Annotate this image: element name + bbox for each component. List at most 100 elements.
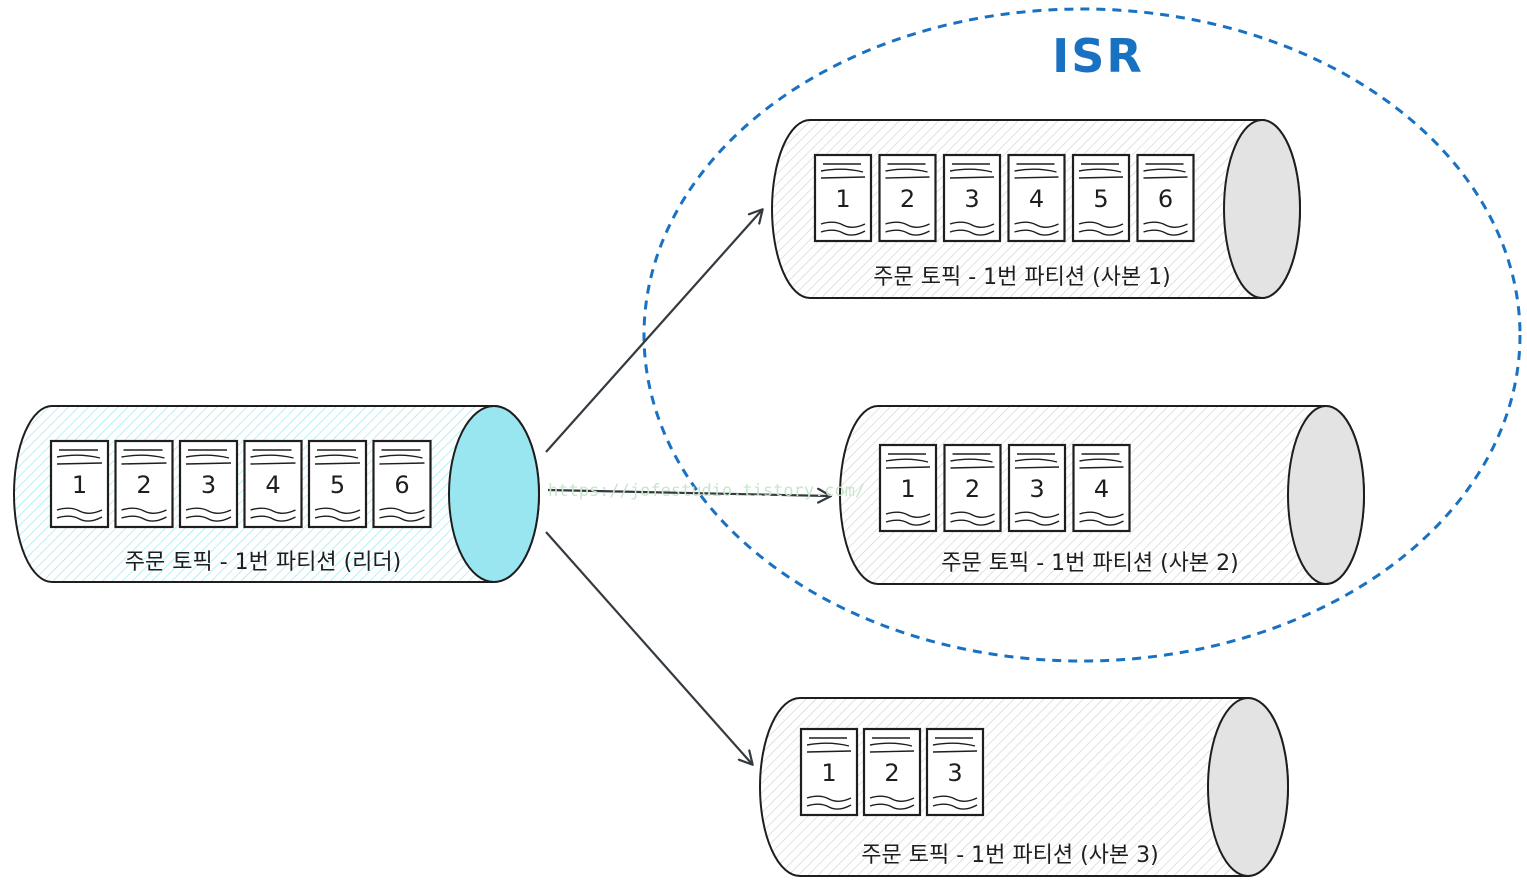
message-lines-bottom xyxy=(56,507,103,522)
isr-title: ISR xyxy=(1052,29,1144,83)
message-block: 5 xyxy=(1071,153,1131,243)
cylinder-end xyxy=(1223,119,1301,299)
message-block: 2 xyxy=(943,443,1002,533)
message-number: 3 xyxy=(1029,475,1044,503)
message-lines-bottom xyxy=(121,507,167,522)
message-lines-top xyxy=(885,163,930,179)
message-number: 5 xyxy=(330,471,345,499)
message-lines-top xyxy=(869,737,915,753)
watermark: https://jofestudio.tistory.com/ xyxy=(548,481,865,501)
isr-boundary xyxy=(642,7,1522,663)
message-lines-top xyxy=(949,163,995,179)
message-lines-bottom xyxy=(932,795,978,810)
message-lines-bottom xyxy=(1014,511,1060,526)
message-block: 2 xyxy=(114,439,174,529)
message-lines-bottom xyxy=(1079,511,1124,526)
message-lines-bottom xyxy=(820,221,866,236)
message-block: 4 xyxy=(1072,443,1131,533)
message-lines-top xyxy=(1078,163,1124,179)
message-block: 1 xyxy=(878,443,938,533)
message-lines-bottom xyxy=(1143,221,1188,236)
replication-arrows xyxy=(545,210,830,764)
message-list: 1 2 3 4 5 6 xyxy=(49,439,432,529)
message-number: 4 xyxy=(1094,475,1109,503)
partition-label: 주문 토픽 - 1번 파티션 (사본 2) xyxy=(941,551,1238,576)
message-lines-bottom xyxy=(949,221,995,236)
message-number: 5 xyxy=(1093,185,1108,213)
message-block: 2 xyxy=(862,727,922,817)
message-number: 2 xyxy=(884,759,899,787)
message-number: 1 xyxy=(900,475,915,503)
message-number: 1 xyxy=(72,471,87,499)
message-lines-bottom xyxy=(250,507,296,522)
message-lines-top xyxy=(250,449,296,465)
message-number: 3 xyxy=(201,471,216,499)
message-block: 3 xyxy=(942,153,1002,243)
message-lines-bottom xyxy=(806,795,852,810)
message-number: 2 xyxy=(965,475,980,503)
arrow-to-replica-1 xyxy=(545,210,762,453)
message-lines-bottom xyxy=(379,507,425,522)
message-lines-top xyxy=(1143,163,1188,179)
message-block: 3 xyxy=(1007,443,1067,533)
message-list: 1 2 3 4 5 6 xyxy=(813,153,1195,243)
partition-label: 주문 토픽 - 1번 파티션 (리더) xyxy=(125,550,401,575)
message-lines-top xyxy=(950,453,995,469)
message-lines-top xyxy=(379,449,425,465)
cylinder-end xyxy=(1287,405,1365,585)
partition-replica-2: 1 2 3 4 주문 토픽 - 1번 파티션 (사본 2) xyxy=(839,405,1365,585)
message-number: 4 xyxy=(1029,185,1044,213)
message-lines-top xyxy=(314,449,361,465)
message-lines-top xyxy=(1014,453,1060,469)
message-list: 1 2 3 4 xyxy=(878,443,1131,533)
message-block: 3 xyxy=(925,727,985,817)
message-block: 4 xyxy=(243,439,303,529)
message-lines-bottom xyxy=(950,511,995,526)
message-lines-bottom xyxy=(869,795,915,810)
message-lines-top xyxy=(820,163,866,179)
message-number: 2 xyxy=(900,185,915,213)
message-lines-top xyxy=(1014,163,1059,179)
message-lines-top xyxy=(932,737,978,753)
message-block: 4 xyxy=(1007,153,1066,243)
message-lines-bottom xyxy=(314,507,361,522)
message-lines-top xyxy=(806,737,852,753)
partition-replica-1: 1 2 3 4 5 6 주문 토픽 - 1번 파티션 (사본 1) xyxy=(771,119,1301,299)
message-lines-bottom xyxy=(1014,221,1059,236)
cylinder-end xyxy=(448,405,540,583)
message-number: 6 xyxy=(1158,185,1173,213)
message-lines-top xyxy=(121,449,167,465)
message-lines-bottom xyxy=(1078,221,1124,236)
message-block: 5 xyxy=(307,439,368,529)
message-number: 2 xyxy=(136,471,151,499)
message-lines-bottom xyxy=(185,507,232,522)
message-block: 2 xyxy=(878,153,937,243)
message-block: 3 xyxy=(178,439,239,529)
message-number: 1 xyxy=(835,185,850,213)
message-block: 1 xyxy=(49,439,110,529)
message-lines-top xyxy=(1079,453,1124,469)
message-block: 1 xyxy=(799,727,859,817)
cylinder-end xyxy=(1207,697,1289,877)
message-number: 6 xyxy=(394,471,409,499)
partition-label: 주문 토픽 - 1번 파티션 (사본 3) xyxy=(861,843,1158,868)
message-number: 4 xyxy=(265,471,280,499)
message-lines-top xyxy=(885,453,931,469)
message-lines-top xyxy=(56,449,103,465)
message-block: 6 xyxy=(372,439,432,529)
message-lines-top xyxy=(185,449,232,465)
arrow-to-replica-2 xyxy=(547,490,830,496)
message-block: 6 xyxy=(1136,153,1195,243)
partition-leader: 1 2 3 4 5 6 주문 토픽 - 1번 파티션 (리더) xyxy=(13,405,540,583)
message-number: 3 xyxy=(964,185,979,213)
partition-replica-3: 1 2 3 주문 토픽 - 1번 파티션 (사본 3) xyxy=(759,697,1289,877)
message-number: 1 xyxy=(821,759,836,787)
message-list: 1 2 3 xyxy=(799,727,985,817)
message-block: 1 xyxy=(813,153,873,243)
arrow-to-replica-3 xyxy=(545,531,752,764)
message-lines-bottom xyxy=(885,511,931,526)
message-lines-bottom xyxy=(885,221,930,236)
message-number: 3 xyxy=(947,759,962,787)
partition-label: 주문 토픽 - 1번 파티션 (사본 1) xyxy=(873,265,1170,290)
